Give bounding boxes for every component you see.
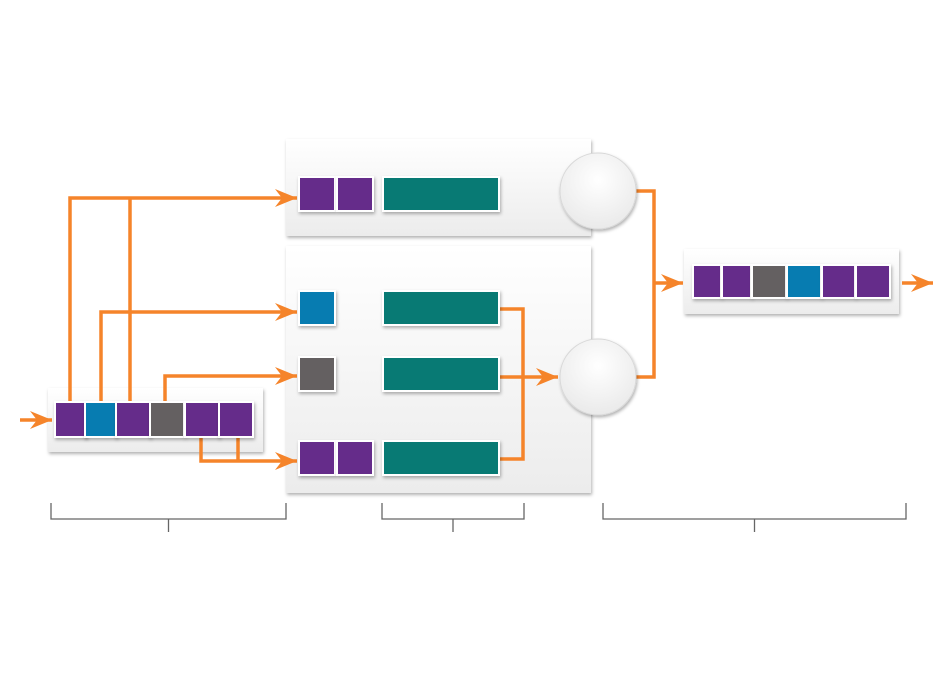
lower-token-gray	[300, 358, 334, 390]
upper-token-purple	[338, 178, 372, 210]
output-token-purple	[857, 266, 889, 297]
output-token-purple	[694, 266, 720, 297]
route-to-gray	[163, 374, 297, 403]
combiners-merge	[636, 189, 656, 379]
output-token-purple	[823, 266, 854, 297]
input-token-purple	[117, 403, 149, 436]
input-token-gray	[151, 403, 183, 436]
input-token-blue	[86, 403, 115, 436]
output-token-gray	[753, 266, 785, 297]
lower-combiner-circle	[559, 338, 637, 416]
lower-teal-bar	[384, 358, 498, 390]
upper-combiner-circle	[559, 152, 637, 230]
lower-teal-bar	[384, 292, 498, 324]
lower-token-blue	[300, 292, 334, 324]
bars-merge	[498, 307, 525, 461]
bracket-middle	[381, 503, 525, 532]
input-token-purple	[56, 403, 85, 436]
input-token-purple	[186, 403, 218, 436]
output-arrow-arrowhead-icon	[911, 274, 933, 292]
route-to-blue	[99, 310, 297, 403]
bracket-output	[602, 503, 907, 532]
bracket-input	[50, 503, 287, 532]
route-to-purple-pair-arrowhead-icon	[275, 452, 297, 470]
route-to-upper	[68, 196, 297, 403]
upper-token-purple	[300, 178, 334, 210]
output-token-purple	[723, 266, 750, 297]
output-token-blue	[788, 266, 820, 297]
route-to-gray-arrowhead-icon	[275, 367, 297, 385]
route-to-purple-pair	[199, 436, 297, 463]
route-to-blue-arrowhead-icon	[275, 303, 297, 321]
to-output-arrow-arrowhead-icon	[661, 274, 683, 292]
lower-token-purple	[338, 442, 372, 474]
lower-teal-bar	[384, 442, 498, 474]
route-to-upper-arrowhead-icon	[275, 189, 297, 207]
upper-teal-bar	[384, 178, 498, 210]
bars-to-lower-combiner-arrowhead-icon	[536, 368, 558, 386]
input-token-purple	[220, 403, 252, 436]
input-arrow-arrowhead-icon	[30, 411, 52, 429]
lower-token-purple	[300, 442, 334, 474]
